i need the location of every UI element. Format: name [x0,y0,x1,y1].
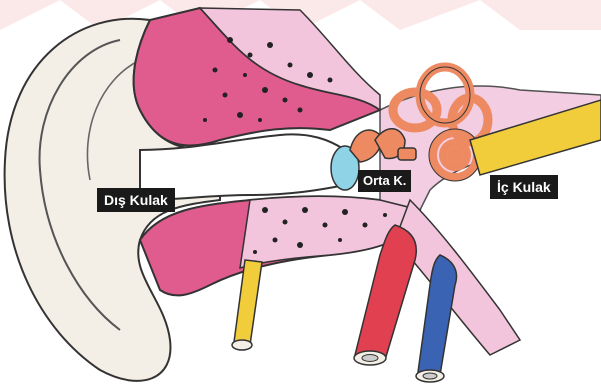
vein [416,255,457,382]
inner-ear-label: İç Kulak [490,175,558,199]
eustachian-tube [395,200,520,355]
middle-ear-label: Orta K. [358,170,411,192]
outer-ear-label: Dış Kulak [97,188,175,212]
